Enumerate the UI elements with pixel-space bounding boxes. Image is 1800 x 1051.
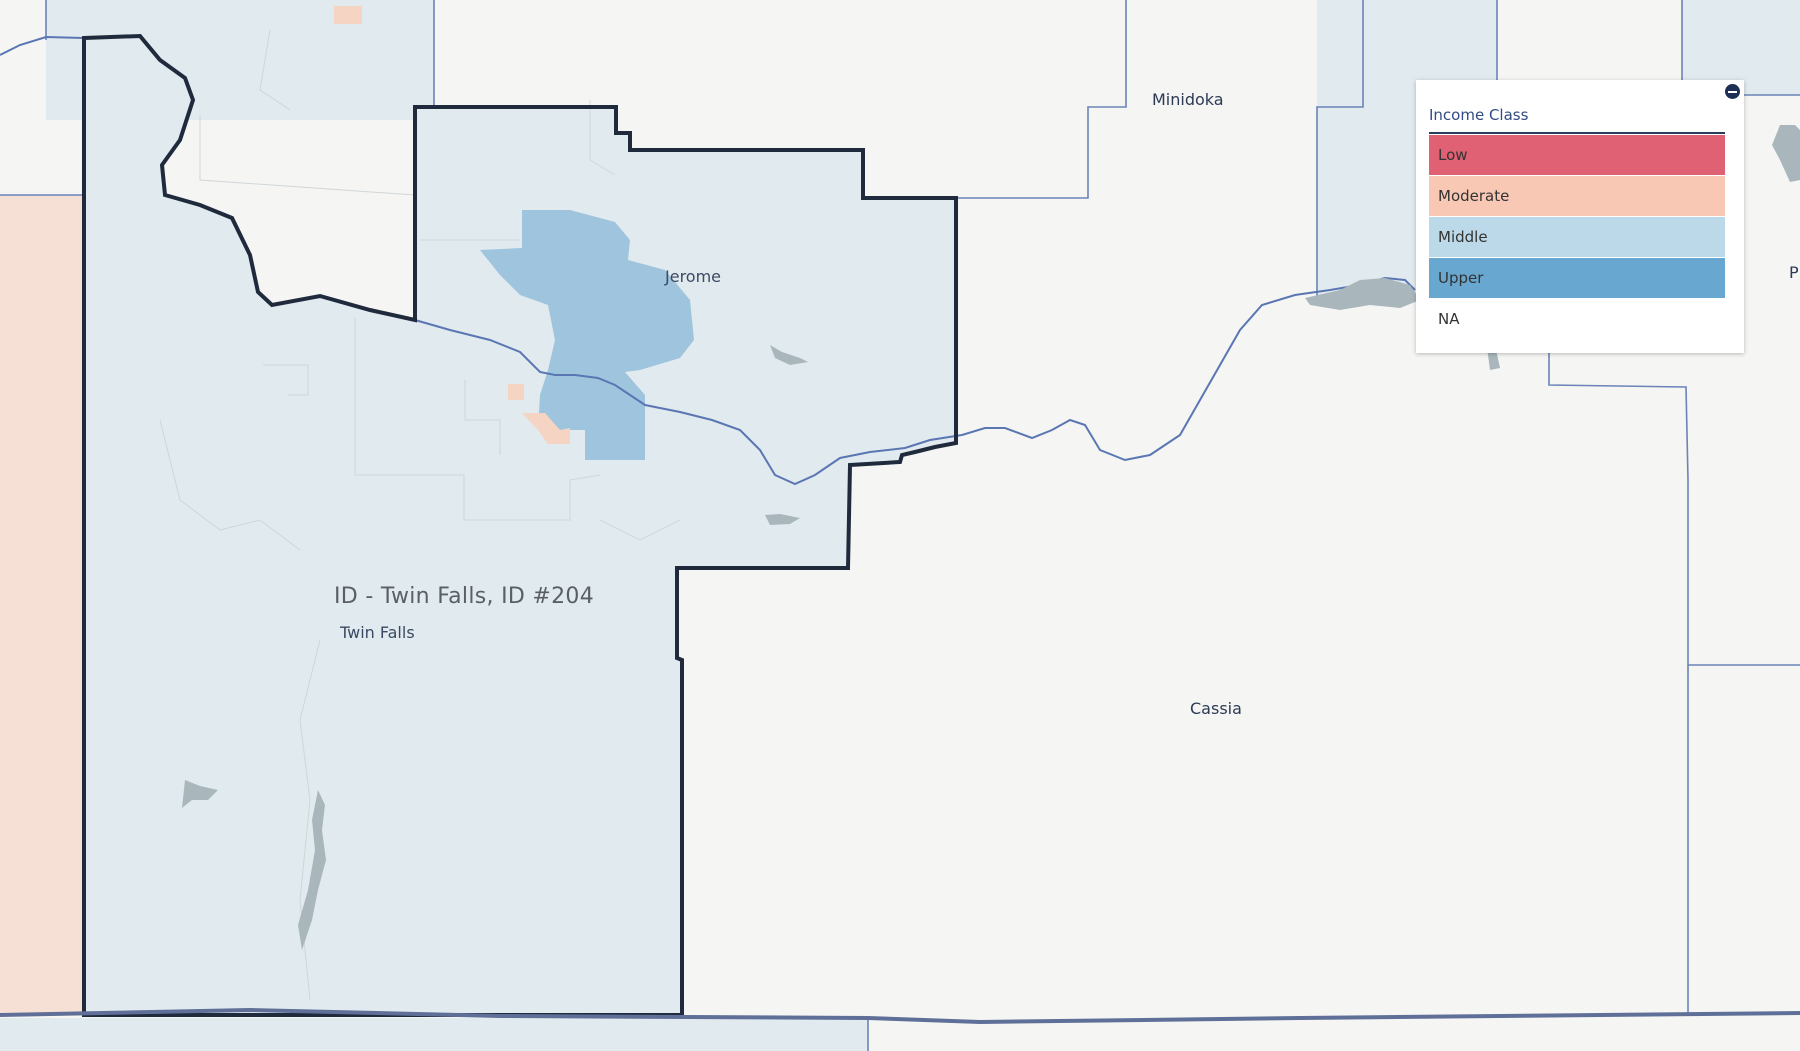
tract-middle-northeast-2[interactable] xyxy=(1682,0,1800,95)
legend-item-na: NA xyxy=(1429,299,1725,339)
income-class-legend: Income Class Low Moderate Middle Upper N… xyxy=(1416,80,1744,353)
tract-moderate-small-2[interactable] xyxy=(522,413,570,444)
water-bodies xyxy=(182,125,1800,950)
label-minidoka: Minidoka xyxy=(1152,90,1224,109)
legend-label: Upper xyxy=(1438,269,1484,287)
tract-upper-jerome[interactable] xyxy=(480,210,694,460)
label-jerome: Jerome xyxy=(665,267,722,286)
legend-label: Moderate xyxy=(1438,187,1510,205)
label-assessment-area: ID - Twin Falls, ID #204 xyxy=(334,584,595,609)
collapse-legend-icon[interactable] xyxy=(1725,84,1740,99)
legend-label: Middle xyxy=(1438,228,1488,246)
tract-moderate-west[interactable] xyxy=(0,195,84,1015)
label-twin-falls: Twin Falls xyxy=(340,623,415,642)
tract-moderate-north[interactable] xyxy=(334,6,362,24)
legend-divider xyxy=(1429,132,1725,134)
legend-item-upper: Upper xyxy=(1429,258,1725,298)
legend-item-low: Low xyxy=(1429,135,1725,175)
legend-title: Income Class xyxy=(1429,106,1529,124)
tract-middle-south[interactable] xyxy=(0,1018,868,1051)
assessment-area-outline xyxy=(82,33,958,1017)
legend-item-moderate: Moderate xyxy=(1429,176,1725,216)
legend-label: NA xyxy=(1438,310,1460,328)
label-cassia: Cassia xyxy=(1190,699,1242,718)
legend-item-middle: Middle xyxy=(1429,217,1725,257)
snake-river xyxy=(0,35,1416,486)
state-boundary xyxy=(0,1007,1800,1025)
legend-label: Low xyxy=(1438,146,1468,164)
label-edge-p: P xyxy=(1789,263,1799,282)
tract-moderate-small-1[interactable] xyxy=(508,384,524,400)
assessment-area-twin-falls[interactable] xyxy=(84,36,956,1015)
